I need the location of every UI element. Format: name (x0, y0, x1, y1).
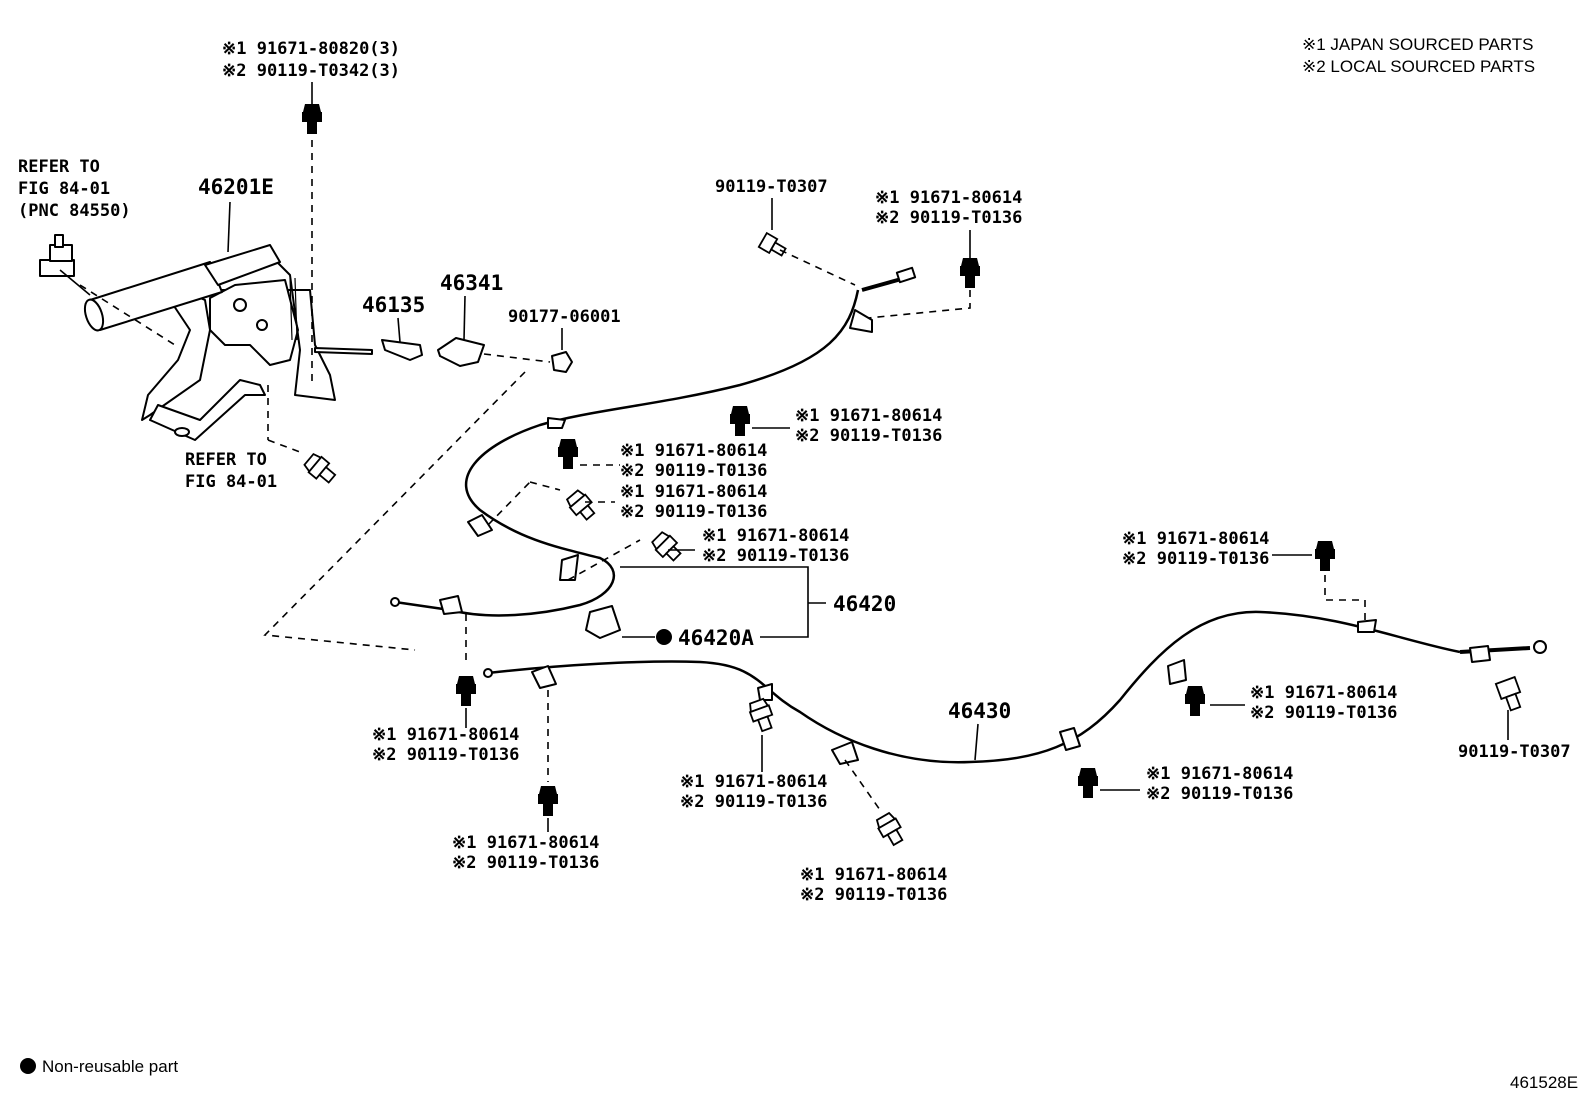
refer-bottom-line1: REFER TO (185, 450, 267, 470)
bracket-46341 (437, 337, 485, 367)
cable-screw-top (757, 231, 787, 257)
bolt-b4-label-2: ※2 90119-T0136 (620, 502, 767, 522)
cable-screw-right (1494, 675, 1522, 712)
lever-bolt-label-1: ※1 91671-80820(3) (222, 39, 400, 59)
front-cable-46420 (394, 289, 860, 617)
non-reusable-marker (656, 629, 672, 645)
lever-bolt-label-2: ※2 90119-T0342(3) (222, 61, 400, 81)
refer-top-line1: REFER TO (18, 157, 100, 177)
bolt-b7-label-2: ※2 90119-T0136 (452, 853, 599, 873)
cable-screw-right-number: 90119-T0307 (1458, 742, 1571, 762)
legend-japan-sourced: ※1 JAPAN SOURCED PARTS (1302, 35, 1534, 54)
parking-brake-switch (39, 234, 75, 277)
bolt-b11-label-1: ※1 91671-80614 (1250, 683, 1397, 703)
bolt-b1 (960, 258, 980, 288)
rear-cable-part-number: 46430 (948, 699, 1011, 723)
bolt-b2-label-2: ※2 90119-T0136 (795, 426, 942, 446)
bolt-b2-label-1: ※1 91671-80614 (795, 406, 942, 426)
bolt-b6-label-2: ※2 90119-T0136 (372, 745, 519, 765)
bolt-b5-label-2: ※2 90119-T0136 (702, 546, 849, 566)
figure-id: 461528E (1510, 1073, 1578, 1092)
bolt-b1-label-1: ※1 91671-80614 (875, 188, 1022, 208)
non-reusable-legend-marker (20, 1058, 36, 1074)
bolt-b7 (538, 786, 558, 816)
bracket-part-number: 46341 (440, 271, 503, 295)
lever-mounting-bolt (302, 104, 322, 134)
equalizer-part-number: 46135 (362, 293, 425, 317)
nut-90177 (551, 351, 573, 373)
bolt-b1-label-2: ※2 90119-T0136 (875, 208, 1022, 228)
legend-local-sourced: ※2 LOCAL SOURCED PARTS (1302, 57, 1535, 76)
cable-clamp-46420a (585, 605, 621, 639)
bolt-b2 (730, 406, 750, 436)
bolt-b8-label-2: ※2 90119-T0136 (680, 792, 827, 812)
bolt-b12 (1315, 541, 1335, 571)
bolt-b11-label-2: ※2 90119-T0136 (1250, 703, 1397, 723)
rear-cable-46430 (487, 610, 1461, 764)
bolt-b3-label-1: ※1 91671-80614 (620, 441, 767, 461)
cable-screw-top-number: 90119-T0307 (715, 177, 828, 197)
refer-top-line3: (PNC 84550) (18, 201, 131, 221)
lever-part-number: 46201E (198, 175, 274, 199)
bolt-b4-label-1: ※1 91671-80614 (620, 482, 767, 502)
bolt-b5 (651, 531, 682, 562)
bolt-b8 (748, 697, 774, 733)
bolt-b5-label-1: ※1 91671-80614 (702, 526, 849, 546)
bolt-b12-label-2: ※2 90119-T0136 (1122, 549, 1269, 569)
bolt-b10-label-2: ※2 90119-T0136 (1146, 784, 1293, 804)
bolt-b10-label-1: ※1 91671-80614 (1146, 764, 1293, 784)
non-reusable-legend-text: Non-reusable part (42, 1057, 178, 1076)
bolt-b9-label-1: ※1 91671-80614 (800, 865, 947, 885)
front-cable-part-number: 46420 (833, 592, 896, 616)
refer-top-line2: FIG 84-01 (18, 179, 110, 199)
bolt-b6-label-1: ※1 91671-80614 (372, 725, 519, 745)
bolt-b4 (565, 489, 596, 521)
bolt-b9 (875, 811, 904, 847)
bolt-b11 (1185, 686, 1205, 716)
bolt-b12-label-1: ※1 91671-80614 (1122, 529, 1269, 549)
refer-bottom-line2: FIG 84-01 (185, 472, 277, 492)
parking-brake-lever-assembly (83, 244, 373, 441)
bolt-b8-label-1: ※1 91671-80614 (680, 772, 827, 792)
bolt-b3-label-2: ※2 90119-T0136 (620, 461, 767, 481)
bolt-b3 (558, 439, 578, 469)
bolt-b7-label-1: ※1 91671-80614 (452, 833, 599, 853)
bolt-b6 (456, 676, 476, 706)
lever-lower-bolt (303, 452, 337, 484)
cable-clamp-part-number: 46420A (678, 626, 754, 650)
bolt-b9-label-2: ※2 90119-T0136 (800, 885, 947, 905)
bolt-b10 (1078, 768, 1098, 798)
nut-part-number: 90177-06001 (508, 307, 621, 327)
equalizer-46135 (381, 339, 423, 361)
